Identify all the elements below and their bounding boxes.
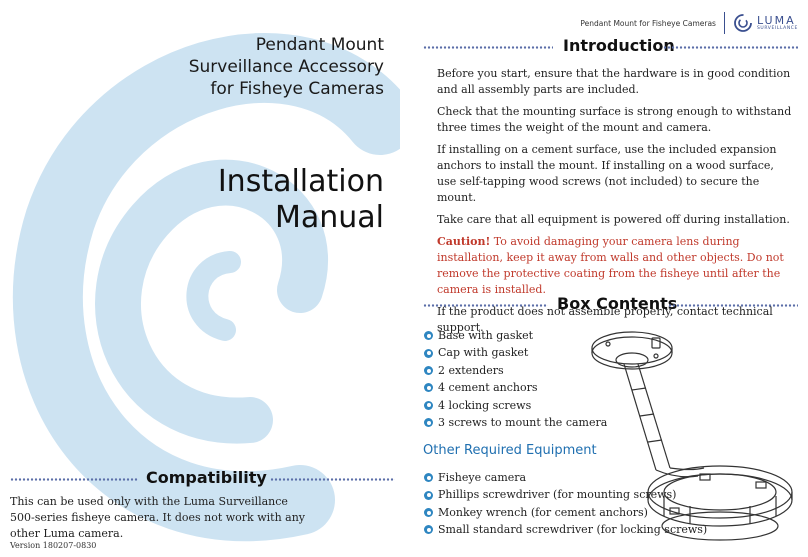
introduction-body: Before you start, ensure that the hardwa…: [437, 66, 795, 342]
list-item: 2 extenders: [424, 362, 607, 379]
compatibility-header: Compatibility: [10, 467, 395, 491]
list-item: Base with gasket: [424, 327, 607, 344]
introduction-header: Introduction: [423, 35, 798, 59]
bullet-icon: [424, 400, 433, 410]
list-item: 4 locking screws: [424, 397, 607, 414]
subtitle-line: for Fisheye Cameras: [210, 79, 384, 99]
list-item: Cap with gasket: [424, 344, 607, 361]
box-contents-heading: Box Contents: [557, 294, 678, 313]
bullet-icon: [424, 418, 433, 428]
logo-brand: LUMA: [756, 13, 796, 27]
cover-subtitle: Pendant Mount Surveillance Accessory for…: [84, 34, 384, 100]
bullet-icon: [424, 331, 433, 341]
luma-logo-icon: [734, 14, 752, 32]
dotted-rule: [10, 478, 138, 481]
title-line: Manual: [274, 200, 384, 235]
box-contents-header: Box Contents: [423, 293, 798, 317]
list-item: 4 cement anchors: [424, 379, 607, 396]
other-equipment-list: Fisheye camera Phillips screwdriver (for…: [424, 469, 707, 539]
page-header: Pendant Mount for Fisheye Cameras LUMA S…: [580, 8, 798, 38]
list-item: Small standard screwdriver (for locking …: [424, 521, 707, 538]
bullet-icon: [424, 525, 433, 535]
brand-logo: LUMA SURVEILLANCE: [733, 13, 798, 33]
doc-title: Pendant Mount for Fisheye Cameras: [580, 18, 716, 28]
left-page: Pendant Mount Surveillance Accessory for…: [0, 0, 400, 557]
list-item: Monkey wrench (for cement anchors): [424, 504, 707, 521]
compatibility-text: This can be used only with the Luma Surv…: [10, 495, 306, 540]
list-item: Fisheye camera: [424, 469, 707, 486]
bullet-icon: [424, 473, 433, 483]
intro-paragraph: Check that the mounting surface is stron…: [437, 105, 792, 134]
logo-tagline: SURVEILLANCE: [756, 25, 798, 31]
list-item: Phillips screwdriver (for mounting screw…: [424, 486, 707, 503]
box-contents-list: Base with gasket Cap with gasket 2 exten…: [424, 327, 607, 431]
background-swirl: [12, 33, 400, 542]
dotted-rule: [663, 46, 798, 49]
other-equipment-heading: Other Required Equipment: [423, 443, 597, 458]
intro-paragraph: Before you start, ensure that the hardwa…: [437, 67, 791, 96]
bullet-icon: [424, 348, 433, 358]
dotted-rule: [423, 46, 553, 49]
page-title: Installation Manual: [54, 164, 384, 236]
bullet-icon: [424, 508, 433, 518]
subtitle-line: Surveillance Accessory: [188, 57, 384, 77]
intro-paragraph: Take care that all equipment is powered …: [437, 213, 790, 226]
list-item: 3 screws to mount the camera: [424, 414, 607, 431]
header-divider: [723, 12, 725, 34]
introduction-heading: Introduction: [563, 36, 675, 55]
intro-paragraph: If installing on a cement surface, use t…: [437, 143, 777, 204]
dotted-rule: [270, 478, 395, 481]
caution-paragraph: Caution! To avoid damaging your camera l…: [437, 234, 795, 298]
compatibility-heading: Compatibility: [146, 468, 267, 487]
title-line: Installation: [217, 164, 384, 199]
intro-closing: If the product does not assemble properl…: [437, 305, 773, 334]
bullet-icon: [424, 366, 433, 376]
dotted-rule: [668, 304, 798, 307]
subtitle-line: Pendant Mount: [255, 35, 384, 55]
bullet-icon: [424, 490, 433, 500]
version-label: Version 180207-0830: [10, 541, 97, 550]
caution-label: Caution!: [437, 235, 491, 248]
dotted-rule: [423, 304, 548, 307]
pendant-mount-illustration: [591, 331, 793, 541]
caution-text: To avoid damaging your camera lens durin…: [437, 235, 784, 296]
bullet-icon: [424, 383, 433, 393]
